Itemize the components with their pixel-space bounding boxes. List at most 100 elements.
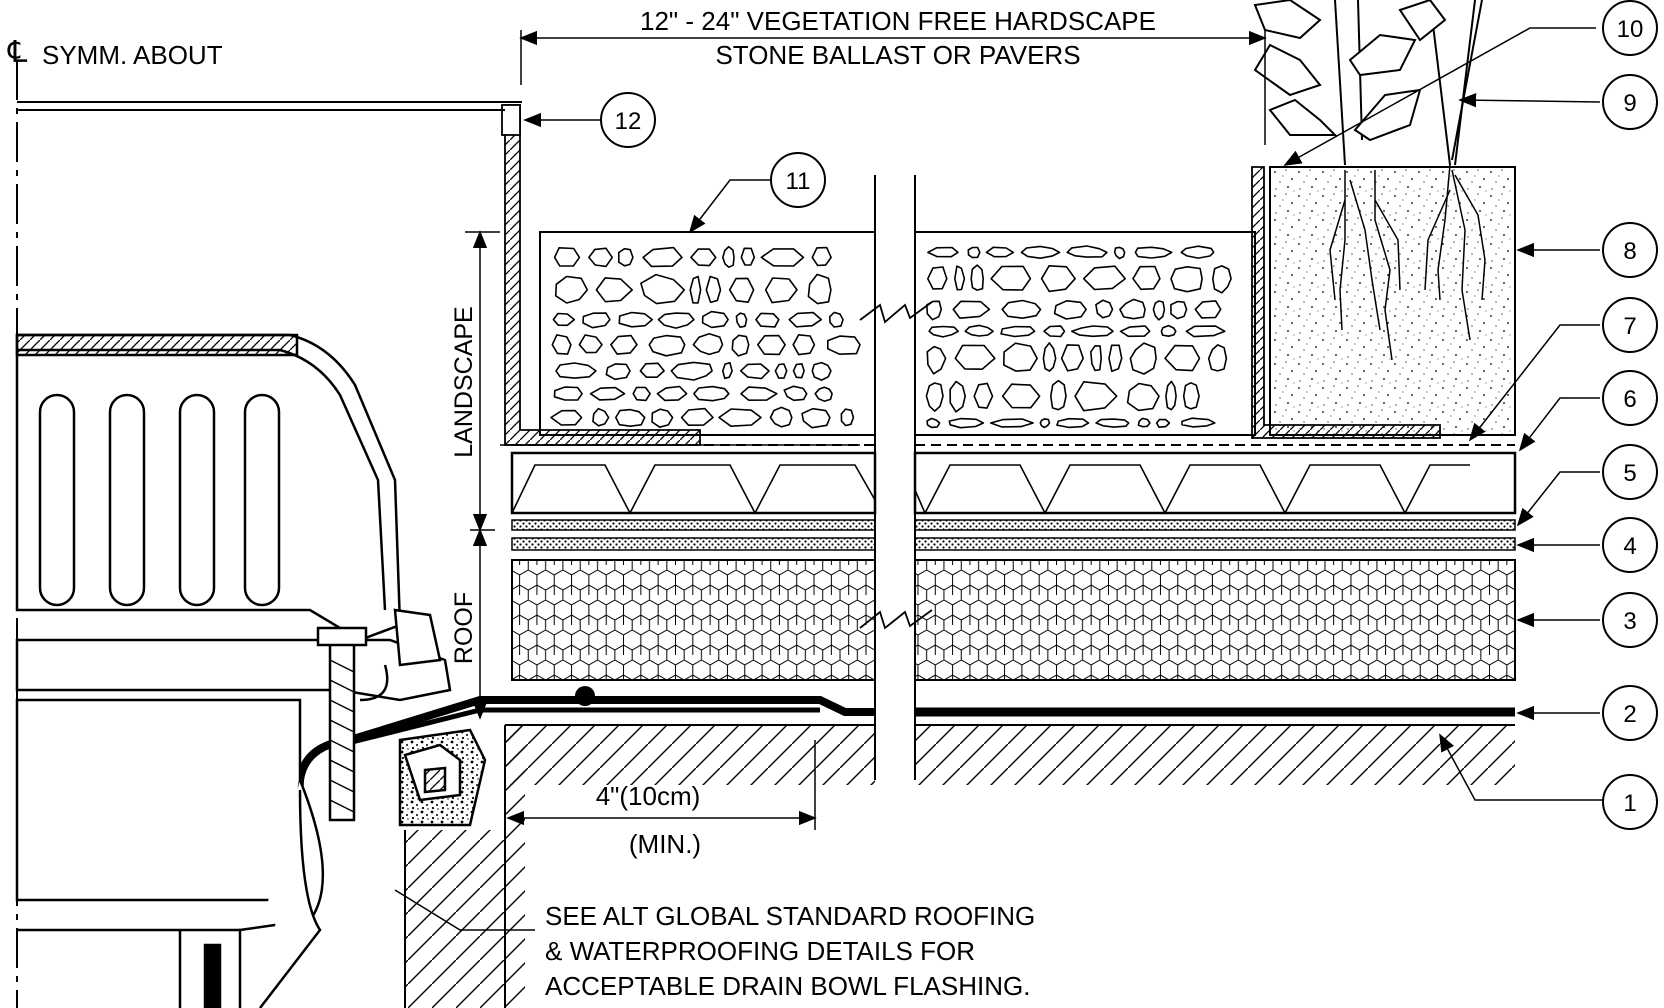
- ballast-stone: [792, 333, 816, 356]
- ballast-stone: [1108, 344, 1123, 373]
- ballast-stone: [640, 273, 686, 305]
- ballast-stone: [740, 386, 778, 402]
- ballast-stone: [551, 334, 572, 355]
- waterproofing-membrane: [279, 686, 1515, 901]
- callout-2-label: 2: [1623, 701, 1636, 728]
- ballast-stone: [656, 385, 688, 402]
- ballast-stone: [1090, 344, 1102, 372]
- dome-slot: [38, 393, 76, 607]
- top-dimension-line: [519, 30, 1267, 145]
- ballast-stone: [728, 277, 755, 304]
- roof-drain-body: [15, 333, 487, 1008]
- ballast-stone: [648, 334, 686, 357]
- structural-deck: [404, 724, 1515, 1008]
- callout-9-label: 9: [1623, 90, 1636, 117]
- ballast-stone: [756, 334, 786, 356]
- stone-ballast: [539, 231, 1256, 436]
- ballast-stone: [755, 312, 780, 328]
- ballast-stone: [1182, 381, 1200, 410]
- ballast-stone: [949, 380, 967, 413]
- callout-8: 8: [1602, 222, 1658, 278]
- ballast-stone: [1212, 265, 1232, 294]
- ballast-stone: [926, 345, 947, 375]
- ballast-stone: [1060, 344, 1084, 372]
- ballast-stone: [764, 277, 798, 304]
- ballast-stone: [1071, 325, 1114, 338]
- callout-9: 9: [1602, 74, 1658, 130]
- ballast-stone: [953, 265, 966, 291]
- ballast-stone: [592, 407, 610, 427]
- ballast-stone: [718, 408, 762, 428]
- ballast-stone: [553, 386, 583, 401]
- insulation-layer: [511, 559, 1516, 681]
- note-line2: & WATERPROOFING DETAILS FOR: [545, 936, 975, 966]
- ballast-stone: [1155, 418, 1171, 429]
- ballast-stone: [1042, 342, 1057, 372]
- ballast-stone: [973, 382, 994, 409]
- symmetry-label: SYMM. ABOUT: [42, 40, 223, 70]
- ballast-stone: [689, 275, 702, 304]
- note-line3: ACCEPTABLE DRAIN BOWL FLASHING.: [545, 971, 1030, 1001]
- ballast-stone: [1126, 382, 1160, 412]
- ballast-stone: [578, 334, 603, 354]
- callout-10-label: 10: [1617, 16, 1644, 43]
- callout-7: 7: [1602, 297, 1658, 353]
- ballast-stone: [1074, 380, 1118, 412]
- ballast-stone: [1000, 325, 1036, 338]
- ballast-stone: [1082, 265, 1126, 291]
- ballast-stone: [617, 247, 634, 267]
- ballast-stone: [721, 245, 735, 269]
- callout-1: 1: [1602, 774, 1658, 830]
- ballast-stone: [740, 247, 756, 266]
- callout-1-label: 1: [1623, 790, 1636, 817]
- callout-5: 5: [1602, 444, 1658, 500]
- edge-restraint: [500, 104, 860, 446]
- dimension-label-line2: STONE BALLAST OR PAVERS: [715, 40, 1080, 70]
- callout-7-label: 7: [1623, 313, 1636, 340]
- ballast-stone: [1002, 342, 1038, 372]
- callout-3-label: 3: [1623, 608, 1636, 635]
- ballast-stone: [1095, 299, 1114, 319]
- fabric-layers: [511, 519, 1516, 551]
- ballast-stone: [990, 265, 1032, 291]
- ballast-stone: [589, 386, 626, 401]
- callout-leaders: [523, 27, 1603, 801]
- ballast-stone: [553, 247, 581, 267]
- ballast-stone: [989, 418, 1034, 428]
- ballast-stone: [774, 363, 788, 379]
- ballast-stone: [769, 406, 793, 428]
- ballast-stone: [1207, 344, 1228, 372]
- ballast-stone: [1129, 342, 1157, 375]
- ballast-stone: [1160, 324, 1177, 338]
- callout-bubbles: 1 2 3 4 5 6 7 8: [600, 0, 1658, 830]
- ballast-stone: [967, 246, 981, 259]
- ballast-stone: [1053, 299, 1087, 320]
- callout-11-label: 11: [786, 168, 811, 195]
- ballast-stone: [735, 312, 748, 329]
- ballast-stone: [1165, 380, 1177, 411]
- ballast-stone: [814, 386, 833, 403]
- ballast-stone: [692, 332, 724, 356]
- ballast-stone: [811, 246, 832, 267]
- ballast-stone: [670, 361, 713, 381]
- centerline-symbol: ℄: [7, 36, 28, 69]
- ballast-stone: [595, 277, 634, 303]
- ballast-stone: [1185, 325, 1226, 338]
- landscape-label: LANDSCAPE: [450, 306, 478, 457]
- ballast-stone: [1043, 325, 1066, 338]
- callout-12-label: 12: [615, 108, 642, 135]
- ballast-stone: [1040, 264, 1076, 293]
- callout-6: 6: [1602, 370, 1658, 426]
- ballast-stone: [610, 334, 638, 355]
- ballast-stone: [651, 408, 674, 429]
- ballast-stone: [954, 344, 996, 371]
- dimension-value: 4"(10cm): [596, 781, 701, 811]
- min-offset-dimension: [506, 740, 817, 830]
- ballast-stone: [1001, 383, 1041, 409]
- drainage-layer: [510, 451, 1517, 515]
- ballast-stone: [1164, 344, 1201, 372]
- ballast-stone: [1170, 265, 1203, 293]
- callout-11: 11: [770, 152, 826, 208]
- ballast-stone: [639, 362, 665, 379]
